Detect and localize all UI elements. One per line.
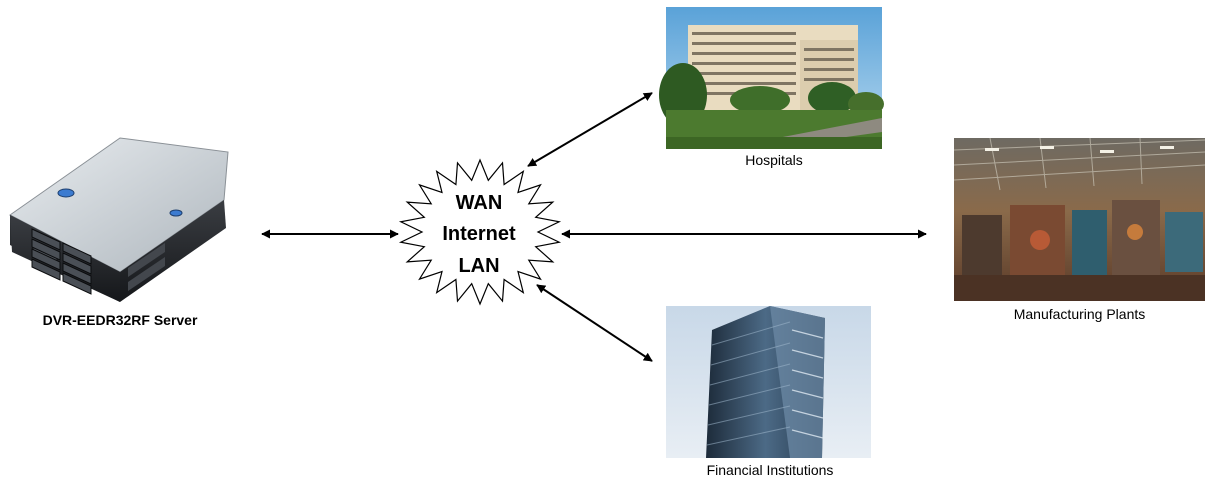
hospitals-label: Hospitals xyxy=(745,152,803,168)
arrow-hub-financial xyxy=(536,284,653,362)
arrow-hub-hospitals xyxy=(527,92,653,167)
hub-line-internet: Internet xyxy=(442,223,516,245)
manufacturing-label: Manufacturing Plants xyxy=(1013,306,1146,322)
financial-label: Financial Institutions xyxy=(706,462,834,478)
office-tower-photo xyxy=(666,306,871,458)
wan-internet-lan-starburst: WAN Internet LAN xyxy=(398,158,562,306)
rack-server-image xyxy=(9,137,229,302)
factory-interior-photo xyxy=(953,137,1205,301)
hospital-building-photo xyxy=(659,7,884,149)
server-label: DVR-EEDR32RF Server xyxy=(42,312,198,328)
hub-line-lan: LAN xyxy=(458,255,499,277)
hub-line-wan: WAN xyxy=(456,192,503,214)
